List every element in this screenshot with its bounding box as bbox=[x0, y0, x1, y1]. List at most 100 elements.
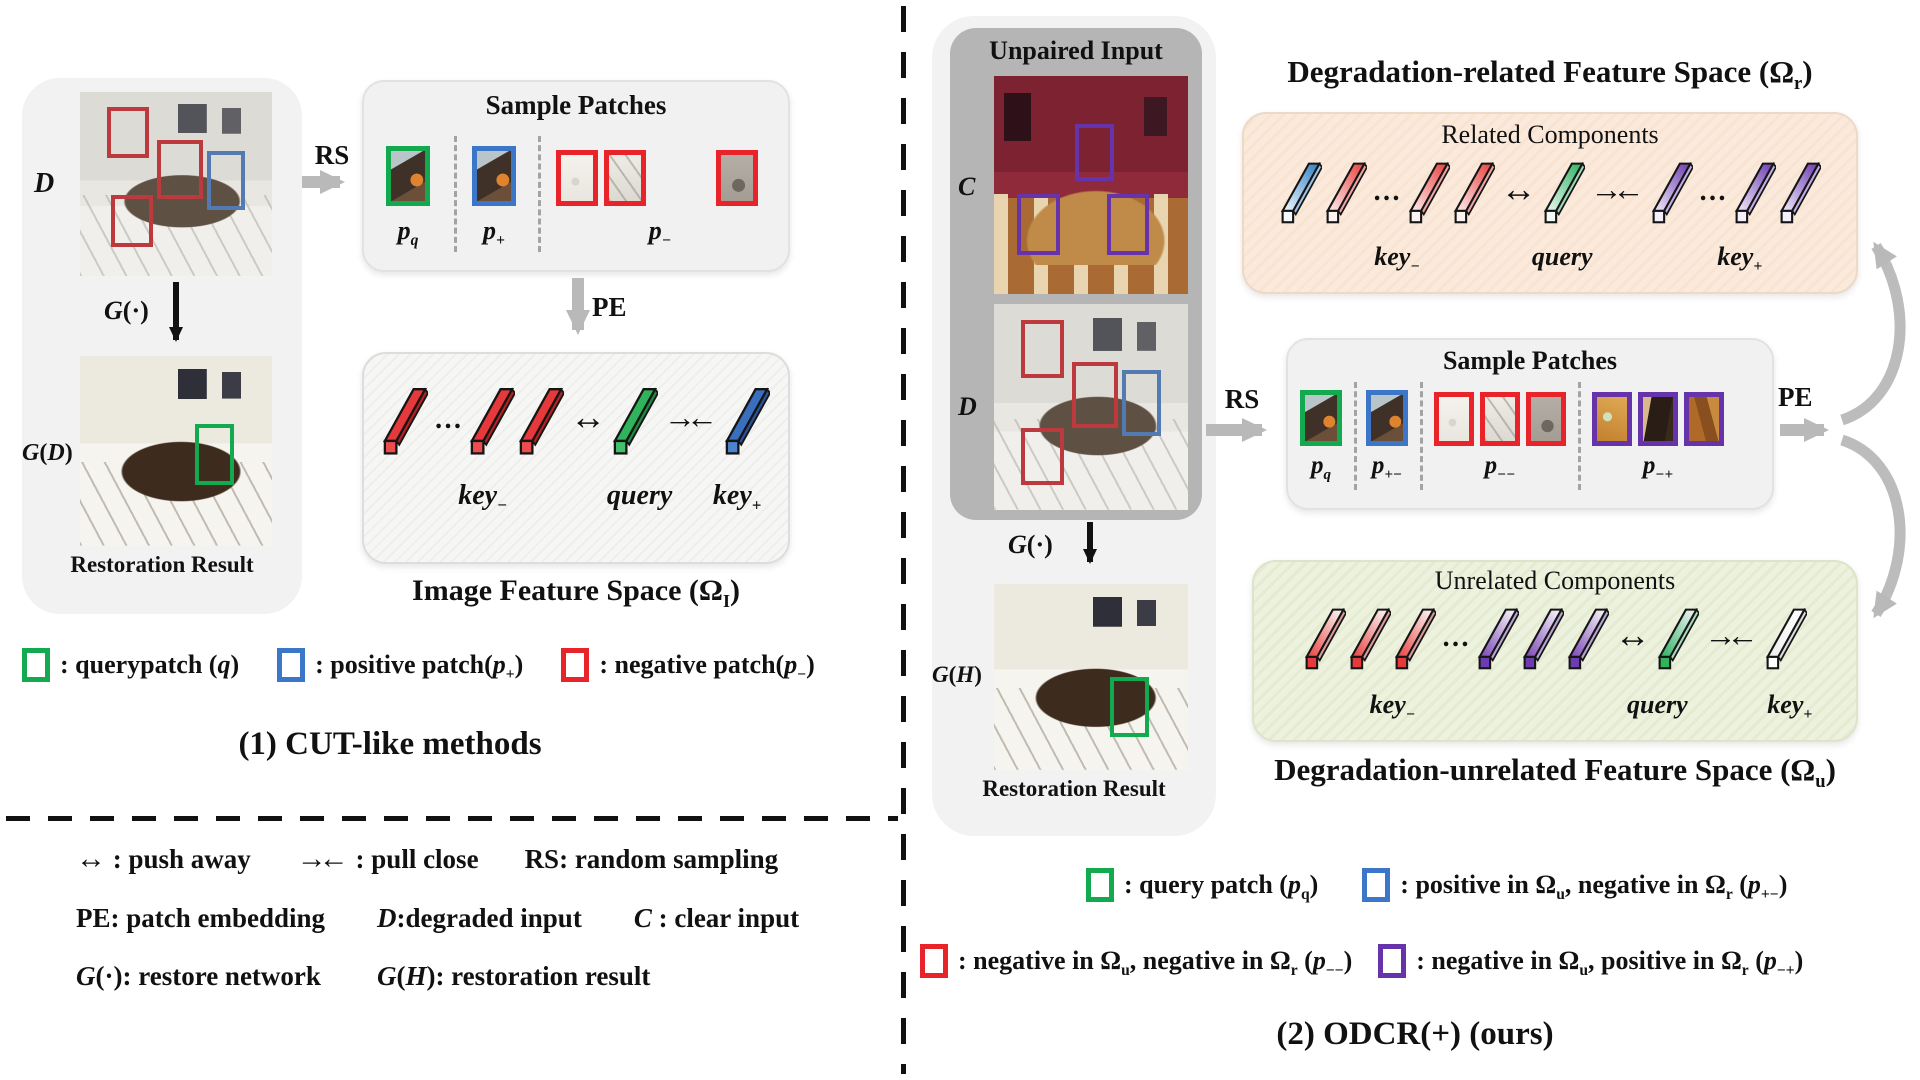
degraded-input-label-right: D bbox=[958, 392, 977, 421]
restore-network-note: G(·): restore network bbox=[76, 961, 321, 991]
notation-row: G(·): restore network G(H): restoration … bbox=[76, 961, 896, 992]
purple-swatch bbox=[1378, 944, 1407, 978]
patch-embedding-label-right: PE bbox=[1778, 382, 1813, 412]
related-components-box: Related Components …↔→←… key− query key+ bbox=[1242, 112, 1858, 294]
notation-row: ↔ : push away →← : pull close RS: random… bbox=[76, 842, 896, 876]
patch-divider bbox=[1420, 382, 1423, 490]
positive-swatch bbox=[1362, 868, 1391, 902]
feature-bars: …↔→← bbox=[364, 376, 788, 458]
clear-input-image bbox=[994, 76, 1188, 294]
random-sampling-label-right: RS bbox=[1224, 384, 1260, 414]
restore-network-label-right: G(·) bbox=[1008, 530, 1053, 559]
query-patch-box bbox=[1110, 677, 1150, 737]
right-legend-row2: : negative in Ωu, negative in Ωr (p−−) :… bbox=[920, 944, 1803, 978]
feature-vector-bar-grad_green bbox=[1543, 162, 1585, 224]
feature-vector-bar-inv_purple bbox=[1477, 608, 1519, 670]
unrelated-feature-space-title: Degradation-unrelated Feature Space (Ωu) bbox=[1274, 752, 1836, 793]
ellipsis: … bbox=[434, 404, 463, 435]
query-label: query bbox=[606, 480, 673, 511]
patch-divider bbox=[1578, 382, 1581, 490]
pe-note: PE: patch embedding bbox=[76, 903, 326, 933]
negative-patch-thumb bbox=[556, 150, 598, 206]
unpaired-input-title: Unpaired Input bbox=[989, 36, 1163, 65]
degraded-input-image bbox=[80, 92, 272, 276]
legend-item-query: : querypatch (q) bbox=[22, 648, 239, 682]
unpaired-input-panel: Unpaired Input C D bbox=[950, 28, 1202, 520]
notation-block: ↔ : push away →← : pull close RS: random… bbox=[76, 842, 896, 1019]
negative-swatch bbox=[920, 944, 948, 978]
related-feature-space-title: Degradation-related Feature Space (Ωr) bbox=[1287, 54, 1813, 95]
degraded-note: D:degraded input bbox=[377, 903, 582, 933]
negative-patch-box bbox=[106, 106, 150, 159]
restoration-result-note: G(H): restoration result bbox=[376, 961, 651, 991]
legend-item-positive: : positive patch(p+) bbox=[277, 648, 523, 682]
ellipsis: … bbox=[1441, 622, 1471, 653]
clear-note: C : clear input bbox=[633, 903, 800, 933]
left-legend: : querypatch (q) : positive patch(p+) : … bbox=[22, 648, 815, 682]
related-components-title: Related Components bbox=[1441, 120, 1659, 149]
legend-text: : querypatch (q) bbox=[60, 650, 240, 679]
feature-vector-bar-inv_purple bbox=[1522, 608, 1564, 670]
key-neg-label: key− bbox=[1369, 690, 1416, 724]
feature-vector-bar-grad_red bbox=[1453, 162, 1495, 224]
pull-close-icon: →← bbox=[1590, 171, 1645, 207]
feature-vector-bar-inv_purple bbox=[1567, 608, 1609, 670]
unrelated-bars: …↔→← bbox=[1254, 598, 1856, 672]
restored-output-image-right bbox=[994, 584, 1188, 770]
cut-method-panel: D G(·) G(D) Restoration Result bbox=[22, 78, 302, 614]
negative-patch-box bbox=[1071, 361, 1119, 428]
legend-item-pos-neg: : positive in Ωu, negative in Ωr (p+−) bbox=[1362, 868, 1787, 902]
pull-close-icon: →← bbox=[1704, 617, 1759, 653]
key-pos-label: key+ bbox=[1717, 242, 1763, 276]
legend-item-neg-neg: : negative in Ωu, negative in Ωr (p−−) bbox=[920, 944, 1352, 978]
query-label: query bbox=[1626, 690, 1688, 719]
unrelated-components-title: Unrelated Components bbox=[1434, 566, 1676, 595]
positive-patch-thumb bbox=[1366, 390, 1408, 446]
legend-item-neg-pos: : negative in Ωu, positive in Ωr (p−+) bbox=[1378, 944, 1803, 978]
degraded-input-label: D bbox=[34, 168, 55, 199]
sample-patches-title-right: Sample Patches bbox=[1442, 346, 1618, 375]
feature-vector-bar-grad_blue bbox=[1280, 162, 1322, 224]
purple-patch-box bbox=[1106, 193, 1150, 255]
legend-text: : positive in Ωu, negative in Ωr (p+−) bbox=[1400, 870, 1788, 904]
feature-vector-bar-red bbox=[469, 387, 515, 455]
feature-vector-bar-inv_red bbox=[1304, 608, 1346, 670]
negative-patch-thumb bbox=[1480, 392, 1520, 446]
legend-text: : negative in Ωu, negative in Ωr (p−−) bbox=[958, 946, 1353, 980]
odcr-method-title: (2) ODCR(+) (ours) bbox=[1276, 1016, 1554, 1052]
positive-patch-box bbox=[1122, 369, 1161, 436]
feature-vector-bar-grad_purple bbox=[1779, 162, 1821, 224]
patch-divider bbox=[454, 136, 457, 252]
patch-embedding-label: PE bbox=[592, 292, 627, 322]
feature-vector-bar-grad_purple bbox=[1734, 162, 1776, 224]
feature-vector-bar-grad_red bbox=[1325, 162, 1367, 224]
odcr-input-panel: Unpaired Input C D G(·) G(H) Restoration… bbox=[932, 16, 1216, 836]
key-neg-label: key− bbox=[458, 480, 508, 515]
patch-label-ppos: p+ bbox=[483, 216, 505, 250]
negative-patch-box bbox=[1021, 427, 1064, 486]
restoration-caption-right: Restoration Result bbox=[982, 776, 1166, 801]
feature-vector-bar-red bbox=[518, 387, 564, 455]
purple-patch-box bbox=[1075, 123, 1115, 181]
vertical-divider bbox=[901, 6, 906, 1074]
feature-vector-bar-grad_purple bbox=[1651, 162, 1693, 224]
cut-method-title: (1) CUT-like methods bbox=[238, 726, 542, 762]
pull-close-icon: →← bbox=[664, 399, 718, 435]
purple-patch-thumb bbox=[1684, 392, 1724, 446]
patch-label-p-posneg: p+− bbox=[1371, 452, 1403, 483]
query-swatch bbox=[1086, 868, 1114, 902]
notation-row: PE: patch embedding D:degraded input C :… bbox=[76, 903, 896, 934]
key-pos-label: key+ bbox=[712, 480, 762, 515]
negative-swatch bbox=[561, 648, 590, 682]
restored-output-label-right: G(H) bbox=[932, 662, 982, 687]
feature-vector-bar-inv_red bbox=[1349, 608, 1391, 670]
negative-patch-thumb bbox=[716, 150, 758, 206]
key-pos-label: key+ bbox=[1767, 690, 1813, 724]
query-patch-thumb bbox=[1300, 390, 1342, 446]
feature-vector-bar-inv_green bbox=[1657, 608, 1699, 670]
patch-label-pneg: p− bbox=[648, 216, 672, 250]
patch-label-pq: pq bbox=[397, 216, 419, 250]
query-label: query bbox=[1531, 242, 1593, 271]
ellipsis: … bbox=[1372, 176, 1402, 207]
